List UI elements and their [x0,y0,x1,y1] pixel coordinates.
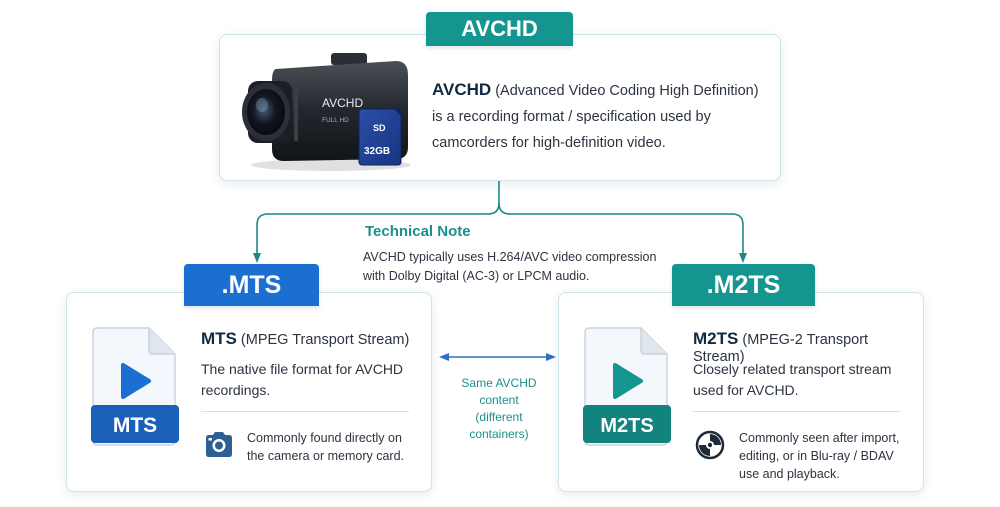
same-content-line-4: containers) [469,427,529,441]
avchd-tag: AVCHD [426,12,573,46]
connector-top-to-mts [253,181,500,263]
svg-text:32GB: 32GB [364,146,390,157]
mts-note: Commonly found directly on the camera or… [247,429,425,465]
technical-note-line-2: with Dolby Digital (AC-3) or LPCM audio. [363,269,590,283]
m2ts-note-line-1: Commonly seen after import, [739,431,900,445]
camcorder-icon: AVCHD FULL HD SD 32GB [242,53,411,171]
same-content-line-1: Same AVCHD [461,376,537,390]
avchd-card: AVCHD FULL HD SD 32GB AVCHD (Advanced Vi… [219,34,781,181]
mts-note-line-1: Commonly found directly on [247,431,402,445]
m2ts-card: M2TS M2TS (MPEG-2 Transport Stream) Clos… [558,292,924,492]
same-content-line-3: (different [475,410,523,424]
m2ts-title: M2TS [693,329,739,348]
same-content-note: Same AVCHD content (different containers… [449,375,549,443]
svg-text:AVCHD: AVCHD [322,96,363,110]
disc-icon [695,430,725,460]
m2ts-note-line-3: use and playback. [739,467,840,481]
m2ts-divider [693,411,901,412]
m2ts-heading: M2TS (MPEG-2 Transport Stream) [693,329,923,365]
same-content-line-2: content [479,393,519,407]
mts-card: MTS MTS (MPEG Transport Stream) The nati… [66,292,432,492]
mts-note-line-2: the camera or memory card. [247,449,404,463]
camera-icon [206,432,232,457]
avchd-description: AVCHD (Advanced Video Coding High Defini… [432,77,777,156]
m2ts-desc-line-1: Closely related transport stream [693,361,892,377]
technical-note-title: Technical Note [365,223,471,240]
technical-note-text: AVCHD typically uses H.264/AVC video com… [363,248,663,286]
mts-desc-line-1: The native file format for AVCHD [201,361,404,377]
mts-tag: .MTS [184,264,319,306]
svg-text:MTS: MTS [113,414,157,437]
svg-text:SD: SD [373,123,386,133]
svg-text:FULL HD: FULL HD [322,117,349,124]
m2ts-desc-line-2: used for AVCHD. [693,382,799,398]
avchd-expansion: (Advanced Video Coding High Definition) [495,83,759,99]
mts-heading: MTS (MPEG Transport Stream) [201,329,409,349]
mts-file-icon: MTS [91,327,179,446]
mts-desc-line-2: recordings. [201,382,271,398]
m2ts-file-icon: M2TS [583,327,671,446]
avchd-acronym: AVCHD [432,80,492,99]
m2ts-tag: .M2TS [672,264,815,306]
m2ts-description: Closely related transport stream used fo… [693,359,913,401]
technical-note-line-1: AVCHD typically uses H.264/AVC video com… [363,250,657,264]
m2ts-note-line-2: editing, or in Blu-ray / BDAV [739,449,894,463]
mts-divider [201,411,409,412]
avchd-line-3: camcorders for high-definition video. [432,135,666,151]
avchd-line-2: is a recording format / specification us… [432,109,711,125]
connector-top-to-m2ts [498,202,747,263]
m2ts-note: Commonly seen after import, editing, or … [739,429,917,483]
svg-text:M2TS: M2TS [600,415,653,437]
mts-subtitle: (MPEG Transport Stream) [240,332,410,348]
mts-title: MTS [201,329,237,348]
m2ts-subtitle: (MPEG-2 Transport Stream) [693,332,869,365]
mts-description: The native file format for AVCHD recordi… [201,359,421,401]
